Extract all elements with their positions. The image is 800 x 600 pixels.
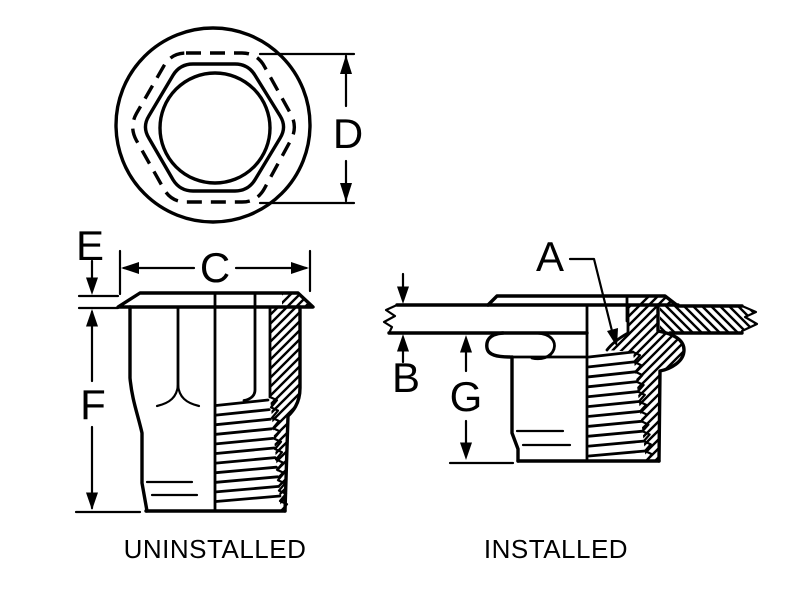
thread-lines xyxy=(587,350,647,458)
dim-e-arrow-down xyxy=(86,277,98,295)
interior-break-curves xyxy=(155,383,201,408)
sheet-left-break-edge xyxy=(382,303,399,335)
fold-inner-curve xyxy=(530,331,556,361)
section-hatch xyxy=(270,293,313,511)
wall-outer-edge xyxy=(656,303,686,463)
dim-d-extension-lines xyxy=(258,52,356,205)
bore-wall-line xyxy=(242,291,257,402)
wall-inner-edge xyxy=(605,303,630,352)
caption-installed: INSTALLED xyxy=(484,534,628,564)
thread-zigzag-edge xyxy=(268,395,289,513)
dim-b-arrow-up xyxy=(397,334,409,352)
sheet-section-hatch xyxy=(660,306,757,333)
dim-g-arrow-up xyxy=(460,335,472,353)
thread-lines xyxy=(214,398,282,503)
dim-label-d: D xyxy=(333,110,363,157)
flange-outline xyxy=(116,291,315,309)
bore-circle xyxy=(158,71,272,185)
installed-view: A B G INSTALLED xyxy=(382,233,759,564)
dim-f-arrow-down xyxy=(86,492,98,510)
dim-e-extension-ticks xyxy=(77,294,120,310)
uninstalled-view: C E F UNINSTALLED xyxy=(74,222,315,564)
dim-label-f: F xyxy=(80,381,106,428)
dim-label-g: G xyxy=(450,373,483,420)
flange-outline xyxy=(486,294,680,308)
dim-a-arrow xyxy=(607,328,618,347)
caption-uninstalled: UNINSTALLED xyxy=(124,534,307,564)
fold-outer-curve xyxy=(485,331,512,359)
dim-a-leader-line xyxy=(568,257,616,341)
dim-label-c: C xyxy=(200,244,230,291)
dim-c-arrow-right xyxy=(291,262,309,274)
wall-bulge-hatch xyxy=(607,305,684,461)
hex-body-outline xyxy=(143,62,286,193)
bottom-break-lines xyxy=(145,480,199,497)
top-view: D xyxy=(114,26,363,224)
hex-max-dashed-outline xyxy=(131,51,297,204)
thread-zigzag-edge xyxy=(631,350,661,463)
body-left-outline xyxy=(510,355,520,463)
flange-outer-circle xyxy=(114,26,312,224)
dim-b-arrow-down xyxy=(397,286,409,304)
body-left-outline xyxy=(128,305,149,513)
dim-g-arrow-down xyxy=(460,442,472,460)
wall-outer-edge xyxy=(283,305,302,513)
dim-label-e: E xyxy=(76,222,104,269)
dim-label-b: B xyxy=(392,354,420,401)
dim-c-arrow-left xyxy=(121,262,139,274)
bottom-break-lines xyxy=(515,429,572,447)
dim-d-arrow-up xyxy=(340,55,352,74)
dim-c-extension-lines xyxy=(118,249,312,296)
sheet-right-break-edge xyxy=(740,304,759,335)
dim-label-a: A xyxy=(536,233,564,280)
sheet-right-lines xyxy=(668,304,744,335)
dim-d-arrow-down xyxy=(340,183,352,202)
